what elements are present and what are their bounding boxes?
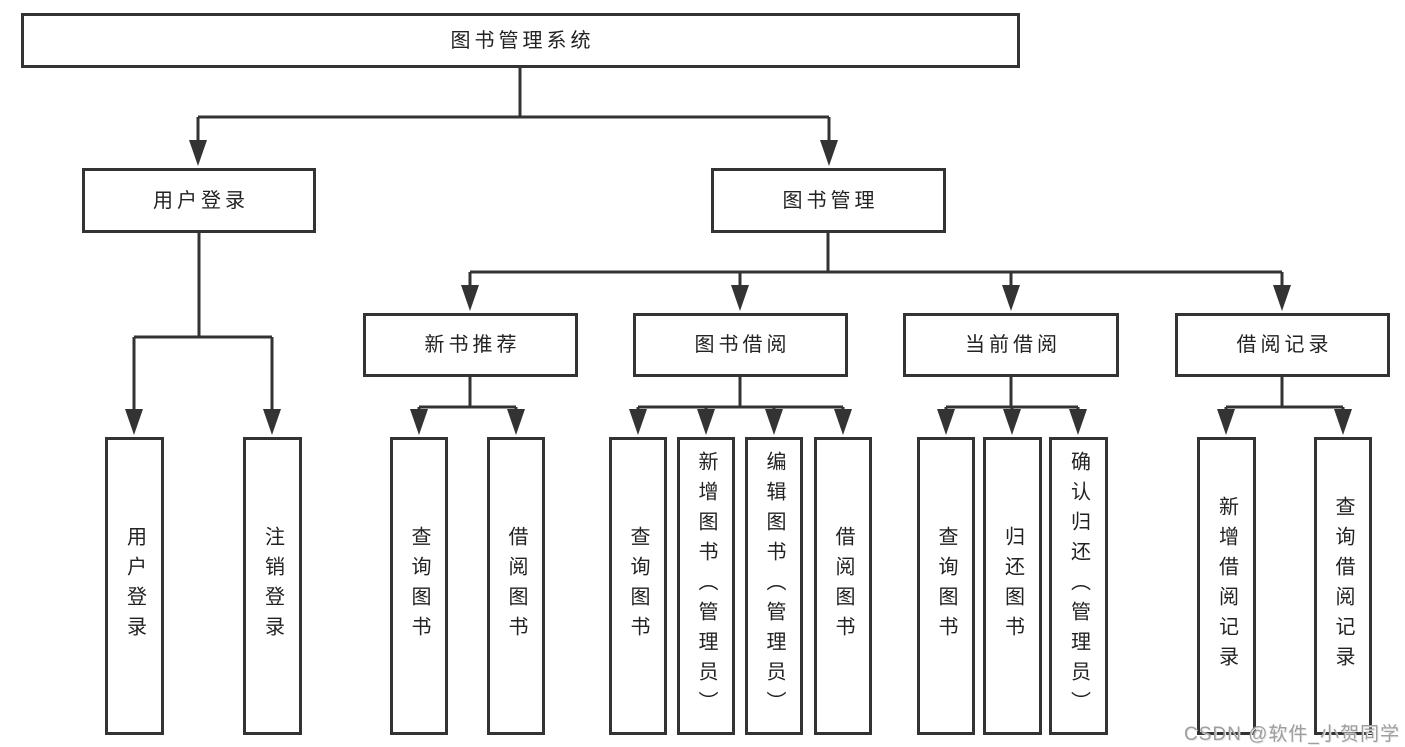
node-label: 图书管理系统 xyxy=(450,29,595,52)
arrowhead-down-icon xyxy=(263,409,281,435)
arrowhead-down-icon xyxy=(629,409,647,435)
leaf-label: 借阅图书 xyxy=(832,526,854,646)
arrowhead-down-icon xyxy=(834,409,852,435)
leaf-edit-books-admin: 编辑图书（管理员） xyxy=(745,437,803,735)
arrowhead-down-icon xyxy=(1002,285,1020,311)
arrowhead-down-icon xyxy=(189,140,207,166)
node-book-management: 图书管理 xyxy=(711,168,946,233)
leaf-user-login: 用户登录 xyxy=(105,437,164,735)
leaf-label: 确认归还（管理员） xyxy=(1067,451,1090,721)
connector-borrow-records-to-leaves xyxy=(1224,377,1345,412)
leaf-add-books-admin: 新增图书（管理员） xyxy=(677,437,735,735)
node-label: 图书管理 xyxy=(782,189,879,212)
csdn-watermark: CSDN @软件_小贺同学 xyxy=(1184,724,1400,745)
arrowhead-down-icon xyxy=(731,285,749,311)
leaf-label: 查询图书 xyxy=(935,526,957,646)
arrowhead-down-icon xyxy=(1334,409,1352,435)
leaf-label: 新增图书（管理员） xyxy=(695,451,717,721)
connector-new-book-recommend-to-leaves xyxy=(417,377,518,412)
connector-user-login-to-leaves xyxy=(132,233,274,412)
arrowhead-down-icon xyxy=(410,409,428,435)
arrowhead-down-icon xyxy=(697,409,715,435)
leaf-label: 注销登录 xyxy=(261,526,284,646)
leaf-query-borrow-record: 查询借阅记录 xyxy=(1314,437,1372,735)
arrowhead-down-icon xyxy=(1273,285,1291,311)
connector-book-management-to-level3 xyxy=(468,233,1284,287)
leaf-label: 编辑图书（管理员） xyxy=(763,451,785,721)
arrowhead-down-icon xyxy=(765,409,783,435)
leaf-label: 用户登录 xyxy=(123,526,146,646)
connector-book-borrow-to-leaves xyxy=(636,377,845,412)
connector-current-borrow-to-leaves xyxy=(944,377,1080,412)
leaf-borrow-books-recommend: 借阅图书 xyxy=(487,437,545,735)
leaf-label: 查询图书 xyxy=(408,526,430,646)
node-label: 当前借阅 xyxy=(965,334,1061,356)
leaf-label: 查询借阅记录 xyxy=(1332,496,1354,676)
node-label: 用户登录 xyxy=(153,189,249,212)
node-current-borrow: 当前借阅 xyxy=(903,313,1119,377)
leaf-confirm-return-admin: 确认归还（管理员） xyxy=(1049,437,1108,735)
node-label: 新书推荐 xyxy=(424,334,521,356)
leaf-logout: 注销登录 xyxy=(243,437,302,735)
node-user-login: 用户登录 xyxy=(82,168,316,233)
leaf-borrow-books: 借阅图书 xyxy=(814,437,872,735)
arrowhead-down-icon xyxy=(1069,409,1087,435)
arrowhead-down-icon xyxy=(1217,409,1235,435)
node-label: 图书借阅 xyxy=(694,334,791,356)
leaf-add-borrow-record: 新增借阅记录 xyxy=(1197,437,1256,735)
node-root-system: 图书管理系统 xyxy=(21,13,1020,68)
node-new-book-recommend: 新书推荐 xyxy=(363,313,578,377)
leaf-query-books-borrow: 查询图书 xyxy=(609,437,667,735)
arrowhead-down-icon xyxy=(1003,409,1021,435)
leaf-label: 借阅图书 xyxy=(505,526,527,646)
arrowhead-down-icon xyxy=(461,285,479,311)
arrowhead-down-icon xyxy=(937,409,955,435)
node-book-borrow: 图书借阅 xyxy=(633,313,848,377)
leaf-label: 归还图书 xyxy=(1001,526,1024,646)
leaf-label: 新增借阅记录 xyxy=(1215,496,1238,676)
leaf-return-books: 归还图书 xyxy=(983,437,1042,735)
arrowhead-down-icon xyxy=(125,409,143,435)
node-borrow-records: 借阅记录 xyxy=(1175,313,1390,377)
arrowhead-down-icon xyxy=(820,140,838,166)
leaf-query-books-recommend: 查询图书 xyxy=(390,437,448,735)
arrowhead-down-icon xyxy=(507,409,525,435)
leaf-query-books-current: 查询图书 xyxy=(917,437,975,735)
node-label: 借阅记录 xyxy=(1236,334,1333,356)
connector-root-to-level2 xyxy=(196,68,831,142)
leaf-label: 查询图书 xyxy=(627,526,649,646)
